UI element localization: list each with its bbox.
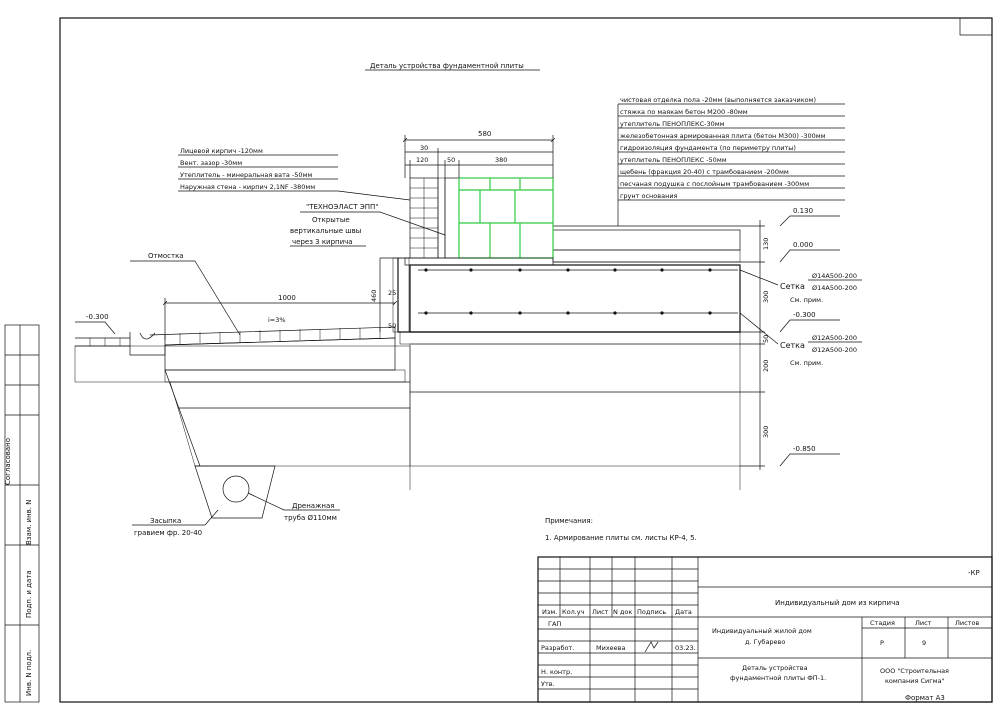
hdr-list: Лист <box>592 608 609 616</box>
side-stamp: Согласовано Взам. инв. N Подп. и дата Ин… <box>4 324 40 703</box>
drain-label-2: труба Ø110мм <box>284 514 337 522</box>
row-razrab: Разработ. <box>541 644 574 652</box>
sm-prim-2: См. прим. <box>790 359 823 367</box>
company-1: ООО "Строительная <box>880 667 949 675</box>
layer-right-6: утеплитель ПЕНОПЛЕКС -50мм <box>620 156 727 164</box>
list-header: Лист <box>915 619 932 627</box>
fill-label-2: гравием фр. 20-40 <box>134 529 202 537</box>
setka-bottom-2: Ø12А500-200 <box>812 346 857 354</box>
hdr-data: Дата <box>675 608 692 616</box>
dim-200: 200 <box>762 360 770 372</box>
dim-50c: 50 <box>762 335 770 343</box>
setka-top-2: Ø14А500-200 <box>812 284 857 292</box>
hdr-koluch: Кол.уч <box>562 608 585 616</box>
dim-460: 460 <box>370 290 378 302</box>
dim-50-bottom: 50 <box>388 322 396 330</box>
hdr-podpis: Подпись <box>637 608 666 616</box>
drawing-title: Деталь устройства фундаментной плиты <box>370 62 524 70</box>
layer-right-4: железобетонная армированная плита (бетон… <box>620 132 826 140</box>
company-2: компания Сигма" <box>885 677 945 685</box>
dim-50: 50 <box>447 156 455 164</box>
dim-300a: 300 <box>762 291 770 303</box>
hdr-ndok: N док <box>613 608 632 616</box>
object-2: д. Губарево <box>745 638 785 646</box>
sheet-frame <box>59 17 993 703</box>
sm-prim-1: См. прим. <box>790 296 823 304</box>
setka-top-1: Ø14А500-200 <box>812 272 857 280</box>
side-stamp-agreed: Согласовано <box>4 438 12 485</box>
layers-right-legend: чистовая отделка пола -20мм (выполняется… <box>617 96 845 226</box>
seams-label-2: вертикальные швы <box>290 227 361 235</box>
floor-layers <box>552 225 741 263</box>
row-gap: ГАП <box>548 620 561 628</box>
drain-pipe <box>222 475 250 503</box>
stadia-value: Р <box>880 639 884 647</box>
dim-1000: 1000 <box>278 294 296 302</box>
sheet-title-1: Деталь устройства <box>742 664 808 672</box>
title-block-text: -КР Индивидуальный дом из кирпича Индиви… <box>541 569 980 688</box>
layer-left-1: Лицевой кирпич -120мм <box>180 147 263 155</box>
signature <box>644 641 659 653</box>
setka-top-label: Сетка <box>780 282 805 291</box>
level-m0300: -0.300 <box>793 311 816 319</box>
dimensions <box>75 135 840 470</box>
stadia-header: Стадия <box>870 619 895 627</box>
fill-label-1: Засыпка <box>150 517 181 525</box>
object-1: Индивидуальный жилой дом <box>712 627 812 635</box>
setka-bottom-1: Ø12А500-200 <box>812 334 857 342</box>
wall <box>380 177 554 266</box>
side-stamp-replace: Взам. инв. N <box>25 500 33 545</box>
row-utv: Утв. <box>541 680 555 688</box>
layer-right-7: щебень (фракция 20-40) с трамбованием -2… <box>620 168 789 176</box>
listov-header: Листов <box>955 619 979 627</box>
dim-30: 30 <box>420 144 428 152</box>
row-nkontr: Н. контр. <box>541 668 572 676</box>
sheet-title-2: фундаментной плиты ФП-1. <box>730 674 826 682</box>
side-stamp-sign: Подп. и дата <box>25 570 33 618</box>
layer-right-5: гидроизоляция фундамента (по периметру п… <box>620 144 796 152</box>
project-name: Индивидуальный дом из кирпича <box>775 599 900 607</box>
technoelast-label: "ТЕХНОЭЛАСТ ЭПП" <box>306 203 378 211</box>
side-stamp-inv: Инв. N подл. <box>25 650 33 696</box>
layers-left-legend: Лицевой кирпич -120мм Вент. зазор -30мм … <box>178 147 411 201</box>
dim-130: 130 <box>762 238 770 250</box>
dim-580: 580 <box>478 130 491 138</box>
dim-300b: 300 <box>762 426 770 438</box>
dim-120: 120 <box>416 156 428 164</box>
seams-label-3: через 3 кирпича <box>292 238 353 246</box>
dim-25: 25 <box>388 289 396 297</box>
doc-code: -КР <box>968 569 980 577</box>
layer-left-4: Наружная стена - кирпич 2,1NF -380мм <box>180 183 315 191</box>
drain-label-1: Дренажная <box>292 502 334 510</box>
foundation-slab <box>392 257 741 333</box>
seams-label-1: Открытые <box>312 216 350 224</box>
layer-left-2: Вент. зазор -30мм <box>180 159 242 167</box>
notes-heading: Примечания: <box>545 517 593 525</box>
level-m0850: -0.850 <box>793 445 816 453</box>
dim-380: 380 <box>495 156 507 164</box>
level-0000: 0.000 <box>793 241 813 249</box>
level-0130: 0.130 <box>793 207 813 215</box>
layer-right-8: песчаная подушка с послойным трамбование… <box>620 180 809 188</box>
format-label: Формат А3 <box>905 694 945 702</box>
layer-right-3: утеплитель ПЕНОПЛЕКС-30мм <box>620 120 725 128</box>
setka-bottom-label: Сетка <box>780 341 805 350</box>
layer-right-9: грунт основания <box>620 192 678 200</box>
otmostka <box>75 326 396 371</box>
soil-layers <box>74 331 741 519</box>
row-razrab-date: 03.23. <box>675 644 696 652</box>
note-1: 1. Армирование плиты см. листы КР-4, 5. <box>545 534 697 542</box>
row-razrab-name: Михеева <box>596 644 626 652</box>
layer-left-3: Утеплитель - минеральная вата -50мм <box>180 171 312 179</box>
list-value: 9 <box>922 639 926 647</box>
layer-right-2: стяжка по маякам бетон М200 -80мм <box>620 108 748 116</box>
title-block <box>537 556 993 703</box>
layer-right-1: чистовая отделка пола -20мм (выполняется… <box>620 96 816 104</box>
hdr-izm: Изм. <box>542 608 557 616</box>
otmostka-label: Отмостка <box>148 252 184 260</box>
annotations: "ТЕХНОЭЛАСТ ЭПП" Открытые вертикальные ш… <box>130 203 862 537</box>
slope: i=3% <box>268 316 286 324</box>
level-m0300-left: -0.300 <box>86 313 109 321</box>
